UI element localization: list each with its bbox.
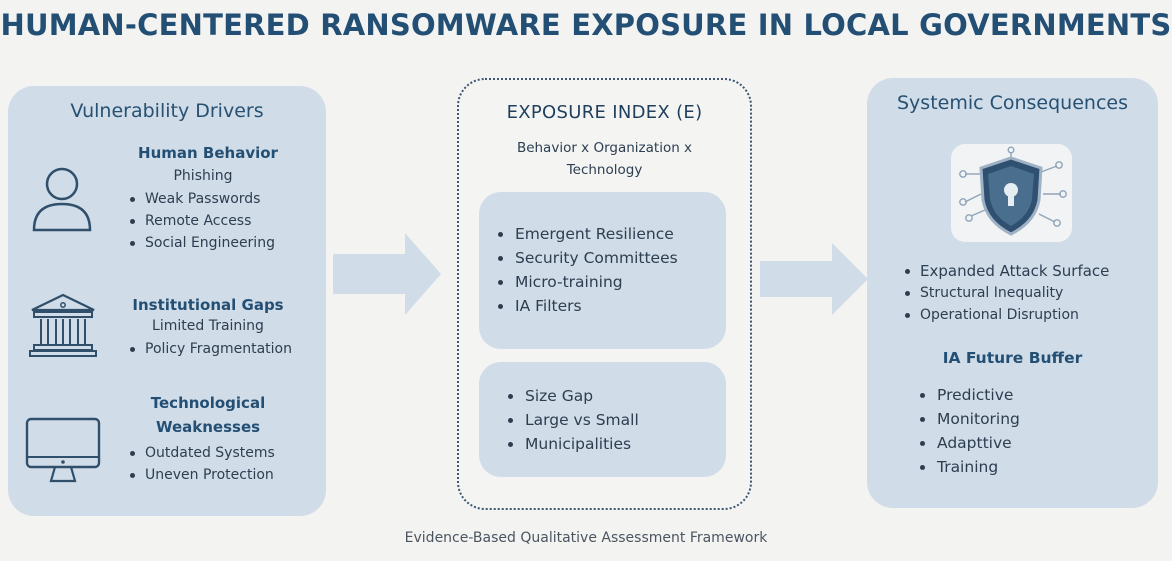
vulnerability-drivers-panel: Vulnerability Drivers Human Behavior Phi… [8,86,326,516]
list-item: Adapttive [917,431,1020,455]
size-gap-list: Size Gap Large vs Small Municipalities [505,384,639,456]
human-behavior-title: Human Behavior [138,144,278,162]
list-item: Weak Passwords [128,188,275,210]
flow-arrow-left [333,233,441,315]
resilience-list: Emergent Resilience Security Committees … [495,222,678,318]
vulnerability-drivers-heading: Vulnerability Drivers [70,100,264,122]
human-behavior-sub: Phishing [173,168,233,184]
list-item: IA Filters [495,294,678,318]
exposure-index-heading: EXPOSURE INDEX (E) [506,102,703,123]
list-item: Municipalities [505,432,639,456]
list-item: Predictive [917,383,1020,407]
systemic-consequences-heading: Systemic Consequences [896,92,1128,114]
exposure-index-box: EXPOSURE INDEX (E) Behavior x Organizati… [457,78,752,510]
technological-weaknesses-list: Outdated Systems Uneven Protection [128,442,275,486]
page-title: HUMAN-CENTERED RANSOMWARE EXPOSURE IN LO… [0,8,1172,42]
list-item: Micro-training [495,270,678,294]
list-item: Large vs Small [505,408,639,432]
list-item: Uneven Protection [128,464,275,486]
technological-weaknesses-title-1: Technological [150,394,266,412]
list-item: Monitoring [917,407,1020,431]
list-item: Remote Access [128,210,275,232]
shield-card [951,144,1072,242]
consequences-list: Expanded Attack Surface Structural Inequ… [903,260,1109,326]
person-icon [32,167,92,232]
list-item: Operational Disruption [903,304,1109,326]
list-item: Outdated Systems [128,442,275,464]
list-item: Security Committees [495,246,678,270]
list-item: Expanded Attack Surface [903,260,1109,282]
list-item: Size Gap [505,384,639,408]
human-behavior-list: Weak Passwords Remote Access Social Engi… [128,188,275,254]
monitor-icon [25,417,101,483]
institution-icon [29,293,97,357]
list-item: Social Engineering [128,232,275,254]
exposure-index-formula: Behavior x Organization x Technology [489,137,720,181]
shield-network-icon [959,146,1067,236]
institutional-gaps-title: Institutional Gaps [132,296,284,314]
institutional-gaps-sub: Limited Training [152,318,264,334]
formula-line-1: Behavior x Organization x [516,140,693,156]
systemic-consequences-panel: Systemic Consequences [867,78,1158,508]
footer-caption: Evidence-Based Qualitative Assessment Fr… [404,530,768,546]
list-item: Training [917,455,1020,479]
resilience-box: Emergent Resilience Security Committees … [479,192,726,349]
list-item: Structural Inequality [903,282,1109,304]
list-item: Policy Fragmentation [128,338,292,360]
list-item: Emergent Resilience [495,222,678,246]
technological-weaknesses-title-2: Weaknesses [155,418,261,436]
formula-line-2: Technology [566,162,643,178]
institutional-gaps-list: Policy Fragmentation [128,338,292,360]
ia-future-buffer-title: IA Future Buffer [942,349,1083,367]
ia-future-buffer-list: Predictive Monitoring Adapttive Training [917,383,1020,479]
flow-arrow-right [760,243,868,315]
size-gap-box: Size Gap Large vs Small Municipalities [479,362,726,477]
